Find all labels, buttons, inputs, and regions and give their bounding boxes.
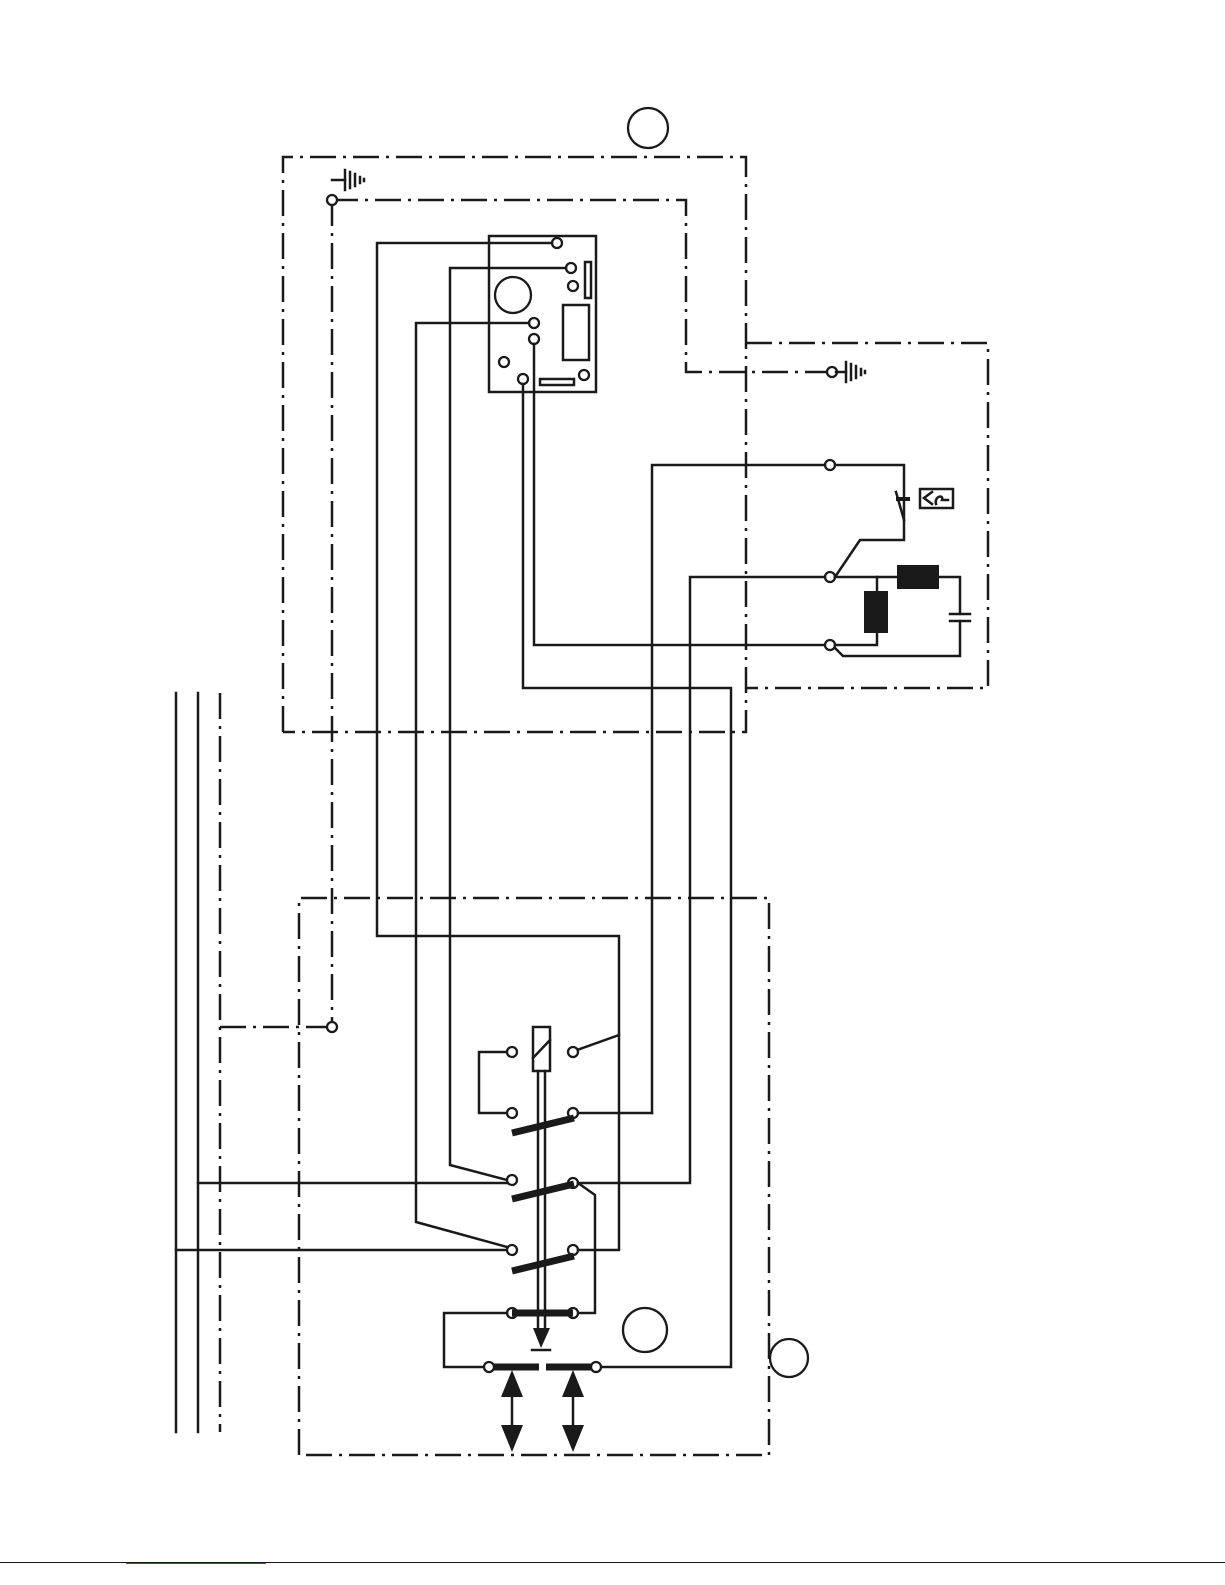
supply-lines	[176, 693, 509, 1432]
ground-icon	[836, 362, 865, 382]
footer-rule	[0, 1562, 1225, 1563]
ground-wiring	[327, 195, 837, 1032]
callout-circle-contactor	[623, 1308, 667, 1352]
thermal-protector-icon	[920, 489, 953, 508]
main-contacts	[507, 1035, 619, 1313]
winding-icon	[864, 591, 888, 633]
contactor-enclosure	[299, 898, 769, 1455]
auxiliary-contacts	[479, 1047, 652, 1133]
contactor-coil-icon	[533, 1027, 550, 1071]
actuator-arrows	[501, 1370, 584, 1452]
motor-terminals	[577, 460, 970, 1183]
winding-icon	[897, 565, 939, 589]
callout-circle-right	[770, 1339, 808, 1377]
motor-terminal-box	[746, 343, 988, 688]
overload-contacts	[444, 1308, 601, 1372]
control-board	[489, 236, 596, 392]
callout-circle-top	[628, 108, 668, 148]
ground-icon	[332, 170, 364, 190]
control-wires	[377, 243, 828, 1367]
contactor-shaft	[532, 1071, 550, 1350]
